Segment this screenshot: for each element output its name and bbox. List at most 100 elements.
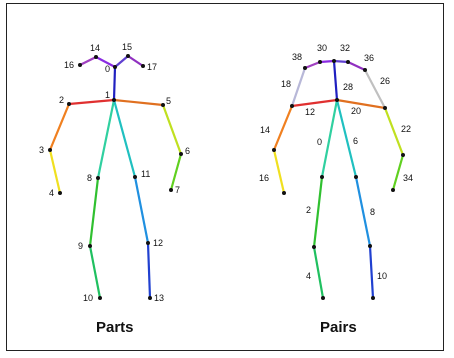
parts-label-4: 4 bbox=[49, 188, 54, 198]
parts-label-11: 11 bbox=[141, 169, 150, 179]
parts-joint-17 bbox=[141, 64, 145, 68]
parts-limb-14-16 bbox=[78, 55, 98, 67]
pairs-limb-neck-lhip bbox=[320, 98, 339, 179]
pairs-limb-relb-rwri bbox=[391, 153, 405, 192]
parts-limb-1-0 bbox=[112, 65, 117, 102]
pairs-limb-head-reye bbox=[332, 59, 350, 64]
pairs-label-12: 12 bbox=[305, 107, 315, 117]
parts-label-2: 2 bbox=[59, 95, 64, 105]
pairs-joint-rsho bbox=[383, 106, 387, 110]
pairs-limb-rhip-rknee bbox=[354, 175, 372, 248]
pairs-label-26: 26 bbox=[380, 76, 390, 86]
parts-label-8: 8 bbox=[87, 173, 92, 183]
parts-joint-15 bbox=[126, 54, 130, 58]
pairs-joint-lsho bbox=[290, 104, 294, 108]
pairs-joint-reye bbox=[346, 60, 350, 64]
parts-label-9: 9 bbox=[78, 241, 83, 251]
parts-limb-9-10 bbox=[88, 244, 102, 300]
parts-label-17: 17 bbox=[147, 62, 157, 72]
pairs-label-10: 10 bbox=[377, 271, 387, 281]
parts-limb-8-9 bbox=[88, 176, 100, 248]
parts-limbs bbox=[48, 54, 183, 300]
pairs-joint-rhip bbox=[354, 175, 358, 179]
pairs-joint-rear bbox=[363, 68, 367, 72]
pairs-label-38: 38 bbox=[292, 52, 302, 62]
pairs-limb-lknee-lank bbox=[312, 245, 325, 300]
pairs-limb-head-leye bbox=[318, 59, 336, 64]
parts-joint-7 bbox=[169, 188, 173, 192]
parts-label-15: 15 bbox=[122, 42, 132, 52]
parts-joint-1 bbox=[112, 98, 116, 102]
parts-limb-12-13 bbox=[146, 241, 152, 300]
parts-joint-6 bbox=[179, 152, 183, 156]
pairs-label-28: 28 bbox=[343, 82, 353, 92]
parts-label-6: 6 bbox=[185, 146, 190, 156]
parts-joint-14 bbox=[94, 55, 98, 59]
parts-joint-9 bbox=[88, 244, 92, 248]
parts-label-10: 10 bbox=[83, 293, 93, 303]
parts-label-13: 13 bbox=[154, 293, 164, 303]
parts-joint-2 bbox=[67, 102, 71, 106]
pairs-joint-lear bbox=[303, 66, 307, 70]
parts-limb-2-3 bbox=[48, 102, 71, 152]
pairs-limb-lhip-lknee bbox=[312, 175, 324, 249]
pairs-limb-lear-lsho bbox=[290, 66, 307, 108]
parts-limb-1-8 bbox=[96, 98, 116, 180]
pairs-limb-reye-rear bbox=[346, 60, 367, 72]
parts-label-12: 12 bbox=[153, 238, 163, 248]
parts-limb-0-14 bbox=[94, 55, 117, 69]
pairs-label-32: 32 bbox=[340, 43, 350, 53]
pairs-joint-leye bbox=[318, 60, 322, 64]
pairs-label-14: 14 bbox=[260, 125, 270, 135]
parts-limb-1-2 bbox=[67, 98, 116, 106]
pairs-label-6: 6 bbox=[353, 136, 358, 146]
pairs-joint-neck bbox=[335, 98, 339, 102]
parts-label-0: 0 bbox=[105, 64, 110, 74]
pairs-limb-leye-lear bbox=[303, 60, 322, 70]
pairs-limb-lelb-lwri bbox=[272, 148, 286, 195]
pairs-joint-lank bbox=[321, 296, 325, 300]
parts-joint-0 bbox=[113, 65, 117, 69]
parts-limb-1-11 bbox=[112, 98, 137, 179]
parts-joint-8 bbox=[96, 176, 100, 180]
pairs-label-34: 34 bbox=[403, 173, 413, 183]
parts-label-1: 1 bbox=[105, 90, 110, 100]
pairs-limb-neck-rsho bbox=[335, 98, 387, 110]
pairs-label-4: 4 bbox=[306, 271, 311, 281]
parts-joint-16 bbox=[78, 63, 82, 67]
parts-limb-6-7 bbox=[169, 152, 183, 192]
pairs-label-16: 16 bbox=[259, 173, 269, 183]
parts-label-3: 3 bbox=[39, 145, 44, 155]
pairs-joints bbox=[272, 59, 405, 300]
pairs-limb-rknee-rank bbox=[368, 244, 375, 300]
pairs-limbs bbox=[272, 59, 405, 300]
pairs-joint-relb bbox=[401, 153, 405, 157]
figure-border bbox=[6, 3, 444, 351]
pairs-joint-lhip bbox=[320, 175, 324, 179]
pairs-label-22: 22 bbox=[401, 124, 411, 134]
pairs-limb-lsho-lelb bbox=[272, 104, 294, 152]
parts-label-7: 7 bbox=[175, 185, 180, 195]
parts-limb-0-15 bbox=[113, 54, 130, 69]
pairs-label-0: 0 bbox=[317, 137, 322, 147]
caption-parts: Parts bbox=[96, 319, 134, 336]
parts-limb-15-17 bbox=[126, 54, 145, 68]
pairs-joint-lwri bbox=[282, 191, 286, 195]
pairs-joint-rwri bbox=[391, 188, 395, 192]
pairs-label-30: 30 bbox=[317, 43, 327, 53]
parts-joint-12 bbox=[146, 241, 150, 245]
pairs-joint-lelb bbox=[272, 148, 276, 152]
parts-limb-1-5 bbox=[112, 98, 165, 107]
parts-joint-4 bbox=[58, 191, 62, 195]
parts-joint-13 bbox=[148, 296, 152, 300]
parts-joint-5 bbox=[161, 103, 165, 107]
parts-limb-3-4 bbox=[48, 148, 62, 195]
pairs-joint-head bbox=[332, 59, 336, 63]
pairs-label-2: 2 bbox=[306, 205, 311, 215]
pairs-joint-lknee bbox=[312, 245, 316, 249]
pairs-limb-neck-rhip bbox=[335, 98, 358, 179]
parts-limb-11-12 bbox=[133, 175, 150, 245]
